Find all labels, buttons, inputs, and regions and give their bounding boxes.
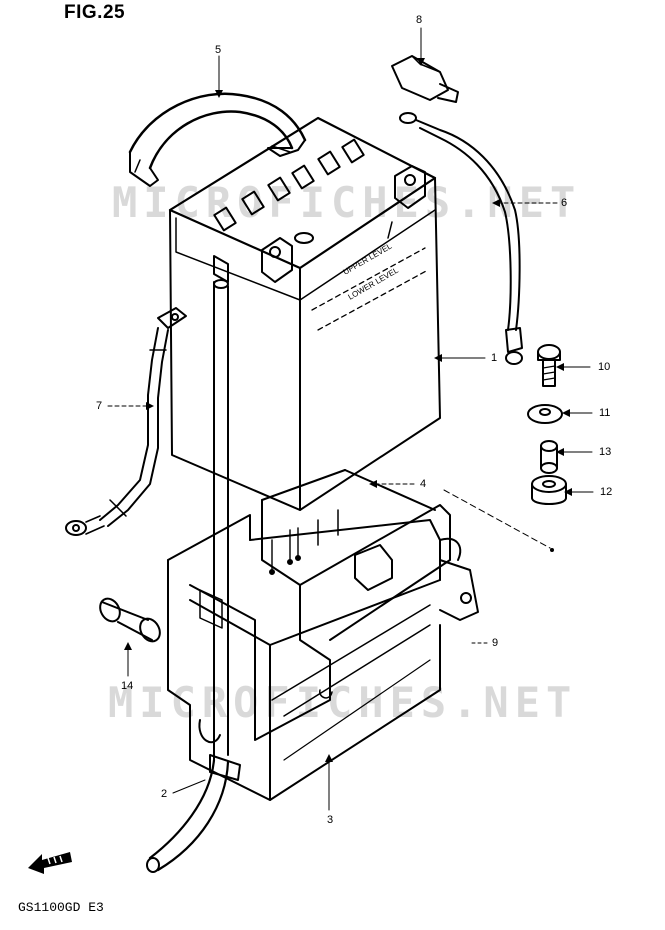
terminal-cover	[391, 55, 459, 103]
battery-vent-tube	[146, 279, 241, 873]
leader-arrowheads	[124, 58, 572, 762]
callout-9: 9	[492, 637, 499, 649]
figure-title: FIG.25	[64, 2, 126, 23]
bolt	[537, 344, 561, 387]
negative-lead-wire	[65, 307, 187, 536]
callout-1: 1	[491, 352, 498, 364]
callout-8: 8	[416, 14, 423, 26]
callout-10: 10	[598, 361, 611, 373]
battery-holder	[167, 514, 479, 801]
callout-7: 7	[96, 400, 103, 412]
washer	[527, 404, 563, 424]
callout-12: 12	[600, 486, 613, 498]
collar	[540, 440, 558, 474]
callout-14: 14	[121, 680, 134, 692]
callout-3: 3	[327, 814, 334, 826]
battery-strap	[128, 92, 307, 187]
callout-2: 2	[161, 788, 168, 800]
positive-lead-wire	[399, 112, 523, 365]
callout-11: 11	[599, 407, 611, 419]
callout-4: 4	[420, 478, 427, 490]
callout-6: 6	[561, 197, 568, 209]
battery	[168, 116, 441, 511]
front-direction-arrow-icon	[28, 852, 72, 874]
rubber-grommet	[99, 597, 161, 643]
cushion	[531, 475, 567, 505]
holder-upper-bracket	[189, 469, 451, 741]
model-code-label: GS1100GD E3	[18, 900, 104, 915]
leader-lines	[107, 27, 594, 811]
callout-13: 13	[599, 446, 612, 458]
callout-5: 5	[215, 44, 222, 56]
